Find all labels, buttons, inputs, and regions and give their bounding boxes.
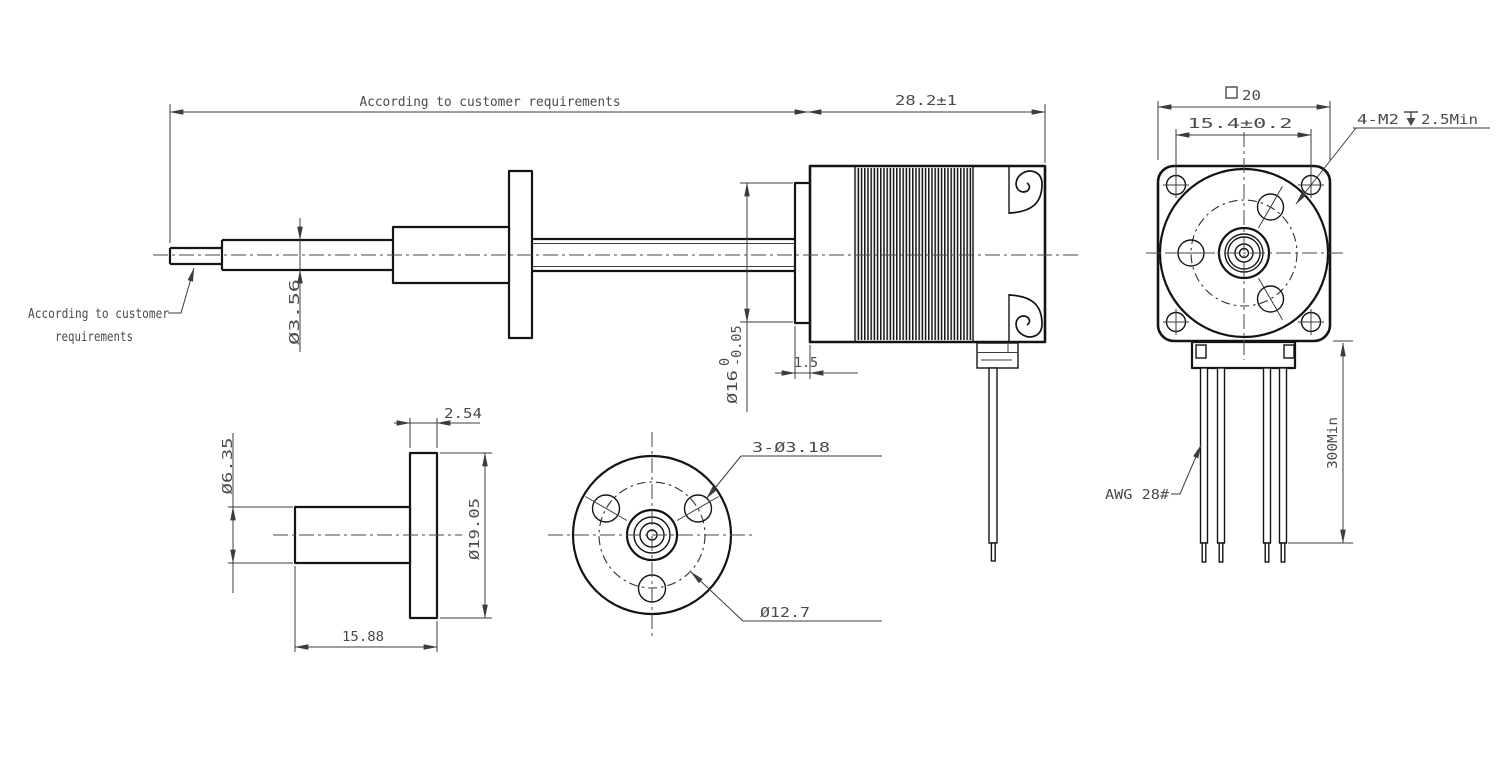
wire-tip	[1218, 542, 1224, 563]
wire	[1216, 367, 1226, 544]
dim-wire-length: 300Min	[1288, 340, 1353, 544]
leader-line	[690, 571, 744, 622]
leader-line	[1295, 127, 1357, 205]
thread-callout-suffix: 2.5Min	[1421, 112, 1478, 128]
ext-lines	[740, 182, 793, 323]
dim-screw-diameter: Ø3.56	[287, 218, 303, 352]
bolt-circle-callout: Ø12.7	[690, 571, 882, 622]
wire	[1262, 367, 1272, 544]
stator-lamination	[856, 168, 972, 340]
bolt-circle-dim-text: Ø12.7	[760, 605, 810, 621]
spring-tab-bottom-icon	[1008, 294, 1043, 338]
tip-note-line2: requirements	[55, 329, 133, 345]
connector-side	[976, 342, 1019, 369]
hole-318	[1256, 285, 1285, 313]
lamination-boundaries	[854, 166, 974, 342]
connector-side-detail	[977, 343, 1018, 361]
motor-length-dim-text: 28.2±1	[895, 93, 957, 109]
hole-slash-marks	[585, 496, 719, 521]
body-length-dim-text: 15.88	[342, 629, 384, 645]
leader-line	[706, 455, 742, 499]
depth-symbol-arrow	[1406, 118, 1416, 126]
wire-gauge-callout: AWG 28#	[1105, 444, 1202, 503]
side-view: According to customer requirements 28.2±…	[28, 93, 1082, 562]
ext-lines	[228, 506, 293, 564]
thread-callout: 4-M2 2.5Min	[1295, 111, 1490, 205]
dim-flange-diameter: Ø19.05	[440, 452, 492, 619]
dim-flange-thickness: 2.54	[394, 406, 482, 448]
flange-diameter-dim-text: Ø19.05	[467, 498, 483, 560]
square-symbol-icon	[1225, 86, 1238, 99]
wire-length-dim-text: 300Min	[1325, 417, 1341, 469]
ext-lines	[440, 452, 492, 619]
dim-body-length: 15.88	[294, 566, 438, 652]
pilot-tol-upper: 0	[717, 358, 733, 366]
ext-lines	[794, 326, 811, 379]
hole-318	[1256, 193, 1285, 221]
lead-screw-right	[532, 237, 797, 273]
flange-thickness-dim-text: 2.54	[444, 406, 482, 422]
hole-318	[591, 494, 621, 523]
thread-callout-prefix: 4-M2	[1357, 112, 1399, 128]
connector-notch	[1283, 344, 1295, 359]
tip-note: According to customer requirements	[28, 267, 195, 345]
screw-diameter-dim-text: Ø3.56	[287, 279, 303, 345]
pilot-diameter-dim-text: Ø16 0 -0.05	[717, 325, 745, 404]
spring-tab-top-icon	[1008, 170, 1043, 214]
dim-body-diameter: Ø6.35	[220, 433, 293, 593]
dim-pilot-diameter: Ø16 0 -0.05	[717, 182, 793, 412]
hole-318	[683, 494, 713, 523]
screw-tip	[168, 246, 222, 266]
tip-note-line1: According to customer	[28, 306, 169, 322]
wire-side	[988, 367, 998, 544]
square-size-text: 20	[1242, 88, 1261, 104]
lead-screw-left	[220, 238, 393, 272]
leader-line	[168, 267, 195, 314]
dim-square-size: 20	[1157, 86, 1331, 160]
dim-motor-length: 28.2±1	[807, 93, 1046, 163]
wire-gauge-text: AWG 28#	[1105, 487, 1170, 503]
dim-pilot-depth: 1.5	[775, 326, 858, 379]
ext-lines	[1157, 101, 1331, 160]
holes-callout: 3-Ø3.18	[706, 440, 882, 499]
wire-tip	[1280, 542, 1286, 563]
wire	[1199, 367, 1209, 544]
pilot-dia-value: Ø16	[725, 370, 741, 404]
pilot-tol-lower: -0.05	[729, 325, 745, 366]
nut-detail-view: 2.54 Ø6.35 Ø19.05 15.88	[220, 406, 492, 652]
wire	[1278, 367, 1288, 544]
wire-tip	[1201, 542, 1207, 563]
lead-wires	[1199, 367, 1288, 563]
thread-root-lines	[532, 243, 795, 267]
wire-side-tip	[990, 542, 996, 562]
wire-tip	[1264, 542, 1270, 563]
holes-callout-text: 3-Ø3.18	[752, 440, 830, 456]
screw-length-dim-text: According to customer requirements	[360, 94, 621, 110]
depth-symbol-icon	[1404, 111, 1418, 126]
leader-line	[1171, 444, 1202, 495]
screw-tip-outline	[168, 246, 222, 266]
flange-face-view: 3-Ø3.18 Ø12.7	[548, 432, 882, 636]
body-diameter-dim-text: Ø6.35	[220, 438, 236, 495]
connector-notch	[1195, 344, 1207, 359]
dim-hole-spacing: 15.4±0.2	[1175, 116, 1312, 178]
dim-screw-length: According to customer requirements	[169, 94, 809, 243]
front-view: 20 15.4±0.2 4-M2 2.5Min 300Min	[1105, 86, 1490, 563]
pilot-depth-dim-text: 1.5	[794, 355, 818, 371]
hole-spacing-dim-text: 15.4±0.2	[1188, 116, 1293, 132]
